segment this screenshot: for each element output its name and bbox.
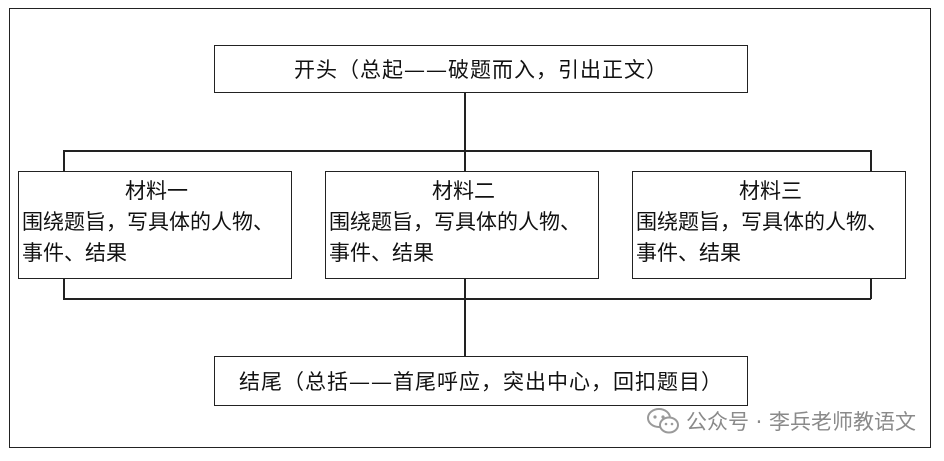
connector-bottom-left-rise <box>63 279 65 299</box>
material-box-3: 材料三 围绕题旨，写具体的人物、事件、结果 <box>632 171 906 279</box>
material-title-3: 材料三 <box>739 179 802 203</box>
connector-top-horizontal <box>63 150 871 152</box>
material-title-2: 材料二 <box>432 179 495 203</box>
connector-top-vertical <box>464 93 466 150</box>
watermark: 公众号 · 李兵老师教语文 <box>646 404 916 438</box>
connector-bottom-vertical <box>464 298 466 356</box>
opening-text: 开头（总起——破题而入，引出正文） <box>294 58 668 82</box>
connector-top-right-drop <box>870 150 872 171</box>
connector-top-mid-drop <box>464 150 466 171</box>
material-box-1: 材料一 围绕题旨，写具体的人物、事件、结果 <box>18 171 292 279</box>
ending-box: 结尾（总括——首尾呼应，突出中心，回扣题目） <box>214 356 748 406</box>
material-body-1: 围绕题旨，写具体的人物、事件、结果 <box>22 210 274 265</box>
material-title-1: 材料一 <box>125 179 188 203</box>
material-body-2: 围绕题旨，写具体的人物、事件、结果 <box>329 210 581 265</box>
wechat-icon <box>646 406 680 436</box>
connector-top-left-drop <box>63 150 65 171</box>
ending-text: 结尾（总括——首尾呼应，突出中心，回扣题目） <box>239 370 723 394</box>
connector-bottom-mid-rise <box>464 279 466 299</box>
connector-bottom-right-rise <box>870 279 872 299</box>
watermark-text: 公众号 · 李兵老师教语文 <box>685 410 916 434</box>
material-box-2: 材料二 围绕题旨，写具体的人物、事件、结果 <box>325 171 599 279</box>
opening-box: 开头（总起——破题而入，引出正文） <box>214 45 748 93</box>
connector-bottom-horizontal <box>63 298 871 300</box>
material-body-3: 围绕题旨，写具体的人物、事件、结果 <box>636 210 888 265</box>
diagram-frame <box>9 8 931 448</box>
